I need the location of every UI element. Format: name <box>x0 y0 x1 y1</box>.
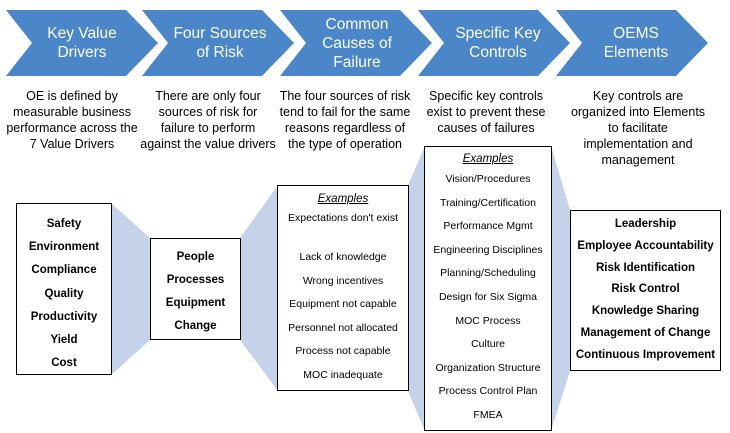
description-specific-key-controls: Specific key controls exist to prevent t… <box>426 89 546 135</box>
control-item: Engineering Disciplines <box>433 243 543 256</box>
chevron-label-key-value-drivers: Key Value Drivers <box>47 25 117 61</box>
sources-of-risk-box: People Processes Equipment Change <box>150 238 241 340</box>
value-driver-item: Yield <box>50 333 78 346</box>
cause-item: Wrong incentives <box>302 274 384 287</box>
chevron-label-oems-elements: OEMS Elements <box>603 25 669 61</box>
oems-element-item: Leadership <box>614 218 677 230</box>
control-item: Vision/Procedures <box>445 173 531 185</box>
chevron-2 <box>142 10 294 76</box>
oems-element-item: Employee Accountability <box>577 239 714 252</box>
oems-element-item: Continuous Improvement <box>575 348 716 361</box>
oems-element-item: Risk Identification <box>595 261 696 274</box>
description-key-value-drivers: OE is defined by measurable business per… <box>6 89 138 151</box>
chevron-1 <box>6 10 158 76</box>
chevron-label-specific-key-controls: Specific Key Controls <box>455 25 541 61</box>
cause-item: MOC inadequate <box>303 368 383 381</box>
chevron-3 <box>280 10 432 76</box>
risk-source-item: People <box>176 251 215 263</box>
control-item: Performance Mgmt <box>443 220 533 233</box>
chevron-label-four-sources-of-risk: Four Sources of Risk <box>173 25 267 61</box>
value-driver-item: Quality <box>44 287 84 300</box>
funnel-controls-to-elements <box>551 146 570 431</box>
cause-item: Process not capable <box>295 345 391 357</box>
control-item: Culture <box>471 338 505 351</box>
cause-item: Expectations don't exist <box>288 212 398 224</box>
oems-element-item: Risk Control <box>611 283 680 296</box>
chevron-4 <box>418 10 570 76</box>
risk-source-item: Processes <box>166 274 225 286</box>
control-item: MOC Process <box>455 314 521 327</box>
value-driver-item: Productivity <box>30 310 98 323</box>
control-item: Organization Structure <box>435 361 541 374</box>
value-driver-item: Safety <box>46 218 82 230</box>
causes-of-failure-box: Examples Expectations don't exist Lack o… <box>277 185 409 391</box>
oems-element-item: Knowledge Sharing <box>591 305 700 318</box>
cause-item: Lack of knowledge <box>299 251 387 263</box>
control-item: FMEA <box>473 408 503 421</box>
value-driver-item: Compliance <box>31 264 97 277</box>
key-controls-box: Examples Vision/Procedures Training/Cert… <box>424 146 552 431</box>
description-common-causes-of-failure: The four sources of risk tend to fail fo… <box>279 89 411 151</box>
value-driver-item: Environment <box>28 241 100 254</box>
funnel-risk-to-causes <box>240 185 278 391</box>
description-four-sources-of-risk: There are only four sources of risk for … <box>140 89 276 151</box>
control-item: Design for Six Sigma <box>438 290 538 303</box>
oems-elements-box: Leadership Employee Accountability Risk … <box>570 210 721 371</box>
risk-source-item: Equipment <box>165 297 226 309</box>
cause-item: Personnel not allocated <box>288 321 398 334</box>
chevron-label-common-causes-of-failure: Common Causes of Failure <box>322 15 392 71</box>
cause-item: Equipment not capable <box>289 298 397 310</box>
control-item: Planning/Scheduling <box>440 267 536 280</box>
funnel-causes-to-controls <box>408 146 425 431</box>
description-oems-elements: Key controls are organized into Elements… <box>570 89 706 167</box>
chevron-5 <box>556 10 708 76</box>
funnel-drivers-to-risk <box>111 203 150 375</box>
controls-examples-title: Examples <box>462 153 514 165</box>
control-item: Process Control Plan <box>438 385 538 398</box>
control-item: Training/Certification <box>440 196 536 209</box>
risk-source-item: Change <box>174 320 217 332</box>
causes-examples-title: Examples <box>317 193 369 205</box>
oems-element-item: Management of Change <box>580 326 711 339</box>
value-driver-item: Cost <box>51 357 77 370</box>
value-drivers-box: Safety Environment Compliance Quality Pr… <box>16 203 112 375</box>
